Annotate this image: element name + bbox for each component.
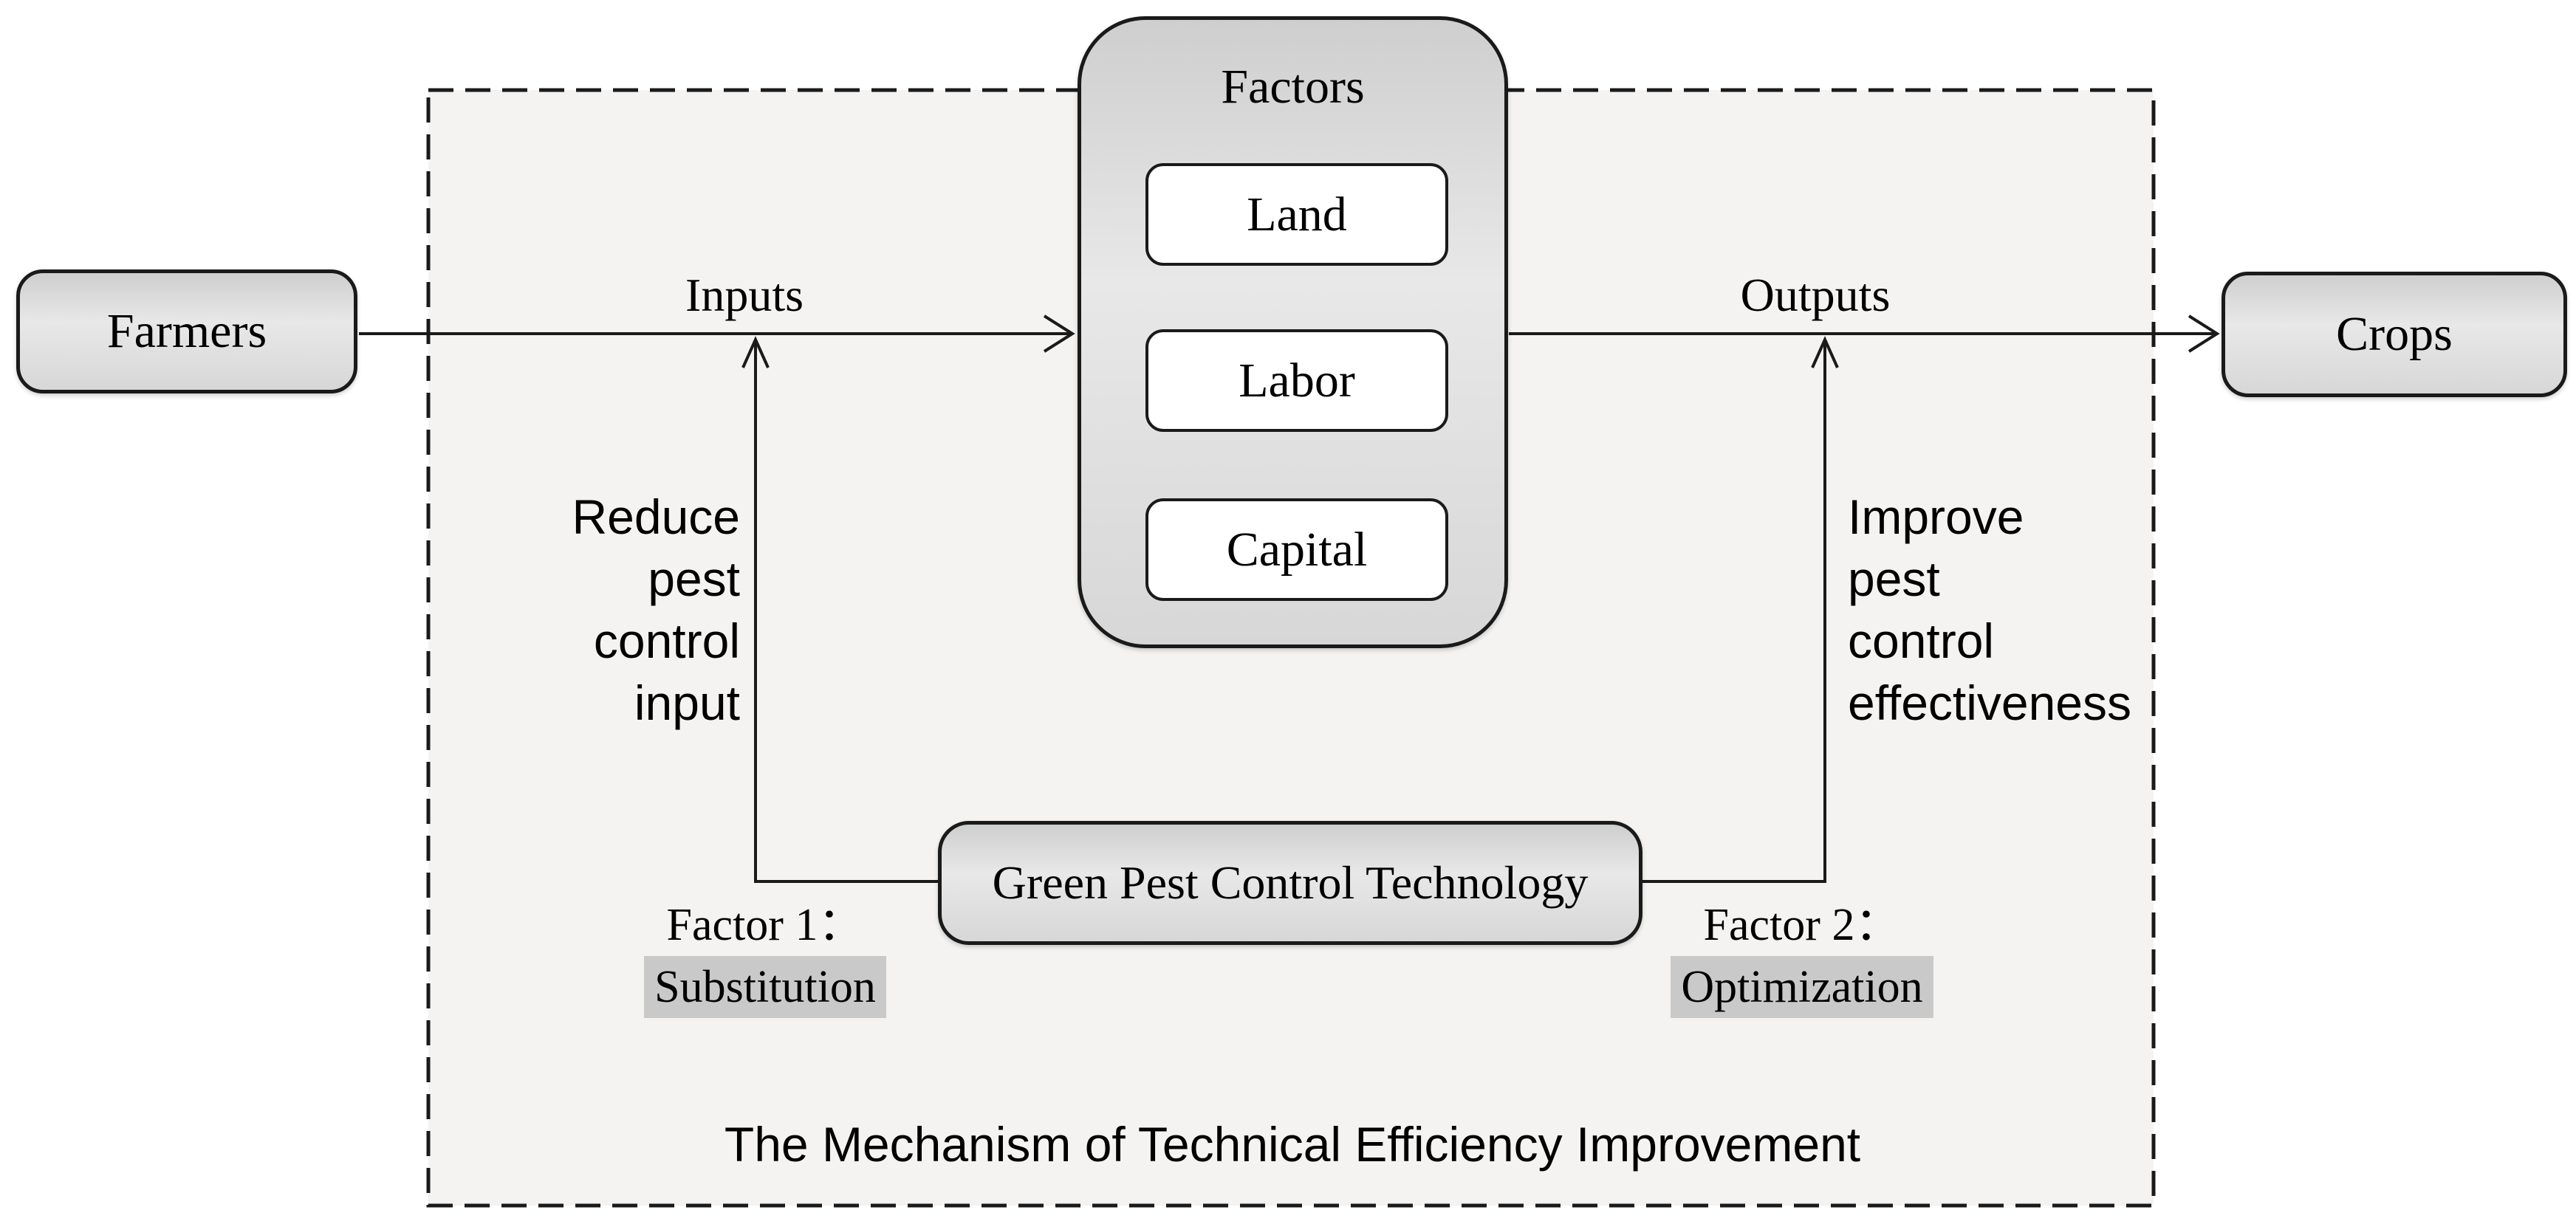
labor-label: Labor [1239,353,1355,408]
outputs-flow-label: Outputs [1740,269,1891,321]
land-label: Land [1247,187,1347,241]
inputs-flow-label: Inputs [685,269,804,321]
capital-label: Capital [1226,522,1368,577]
factors-group: Factors Land Labor Capital [1078,16,1508,648]
improve-pest-control-effectiveness-annotation: Improve pest control effectiveness [1848,486,2188,734]
factor-item-labor: Labor [1145,329,1448,432]
factor1-highlight: Substitution [644,956,886,1018]
annotation-line: pest [648,551,740,606]
factor1-substitution-label: Factor 1： Substitution [629,894,901,1018]
annotation-line: Improve [1848,489,2024,544]
annotation-line: pest [1848,551,1940,606]
farmers-label: Farmers [106,304,267,358]
crops-label: Crops [2336,307,2453,361]
factor2-prefix: Factor 2： [1703,900,1901,950]
arrow-factors-to-crops [1509,314,2220,353]
arrow-substitution-up [741,336,939,883]
reduce-pest-control-input-annotation: Reduce pest control input [414,486,741,734]
annotation-line: control [1848,613,1995,668]
factor1-prefix: Factor 1： [666,900,864,950]
factor2-optimization-label: Factor 2： Optimization [1666,894,1938,1018]
annotation-line: input [634,675,740,730]
factor2-highlight: Optimization [1671,956,1933,1018]
annotation-line: effectiveness [1848,675,2132,730]
factors-group-title: Factors [1221,60,1365,114]
farmers-node: Farmers [16,269,357,393]
diagram-caption: The Mechanism of Technical Efficiency Im… [724,1117,1861,1172]
annotation-line: control [593,613,740,668]
arrow-farmers-to-factors [359,314,1075,353]
arrow-optimization-up [1641,336,1839,883]
green-pest-control-technology-node: Green Pest Control Technology [938,821,1642,945]
green-tech-label: Green Pest Control Technology [992,856,1589,909]
factor-item-capital: Capital [1145,498,1448,601]
annotation-line: Reduce [572,489,741,544]
crops-node: Crops [2222,272,2567,397]
factor-item-land: Land [1145,163,1448,266]
